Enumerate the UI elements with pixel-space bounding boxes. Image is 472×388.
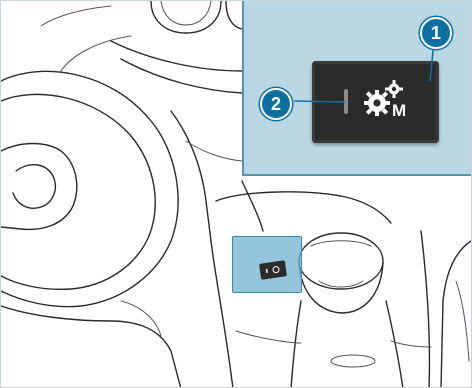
console-switch-thumbnail xyxy=(259,260,287,279)
gears-small-icon xyxy=(259,260,287,279)
zoom-inset: M 1 2 xyxy=(242,1,472,176)
callout-2: 2 xyxy=(260,88,292,120)
callout-1: 1 xyxy=(420,17,452,49)
switch-highlight-area xyxy=(232,236,302,293)
